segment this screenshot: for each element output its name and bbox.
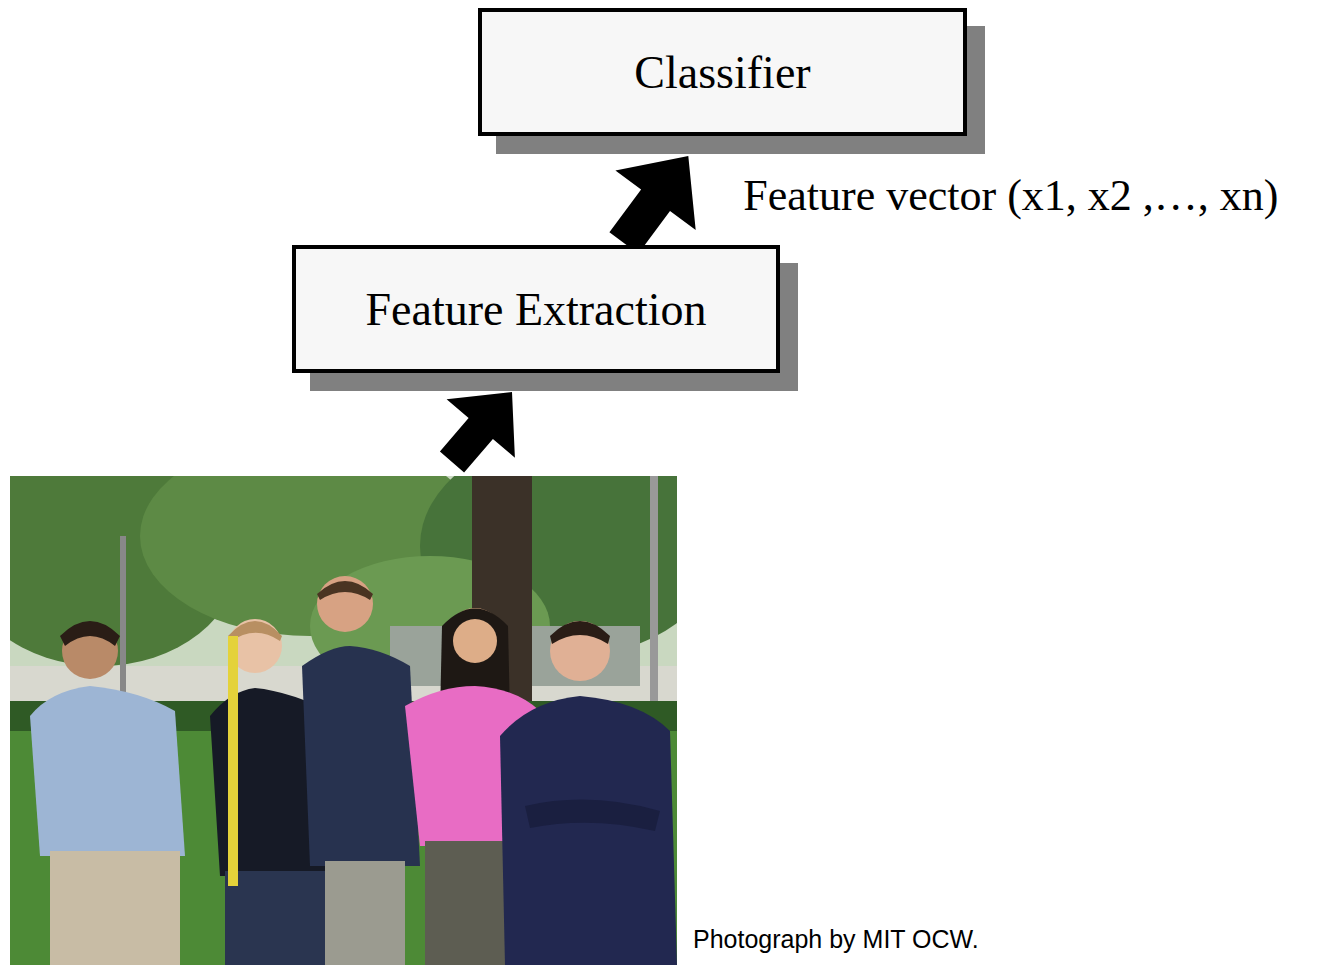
block-arrow: [440, 392, 515, 472]
process-box: Classifier: [478, 8, 967, 136]
edge-label: Feature vector (x1, x2 ,…, xn): [743, 170, 1278, 221]
process-box: Feature Extraction: [292, 245, 780, 373]
arrow-shape: [609, 156, 695, 254]
photograph: [10, 476, 677, 965]
photo-credit: Photograph by MIT OCW.: [693, 925, 979, 954]
block-arrow: [609, 156, 695, 254]
box-label: Classifier: [634, 46, 810, 99]
box-label: Feature Extraction: [365, 283, 706, 336]
